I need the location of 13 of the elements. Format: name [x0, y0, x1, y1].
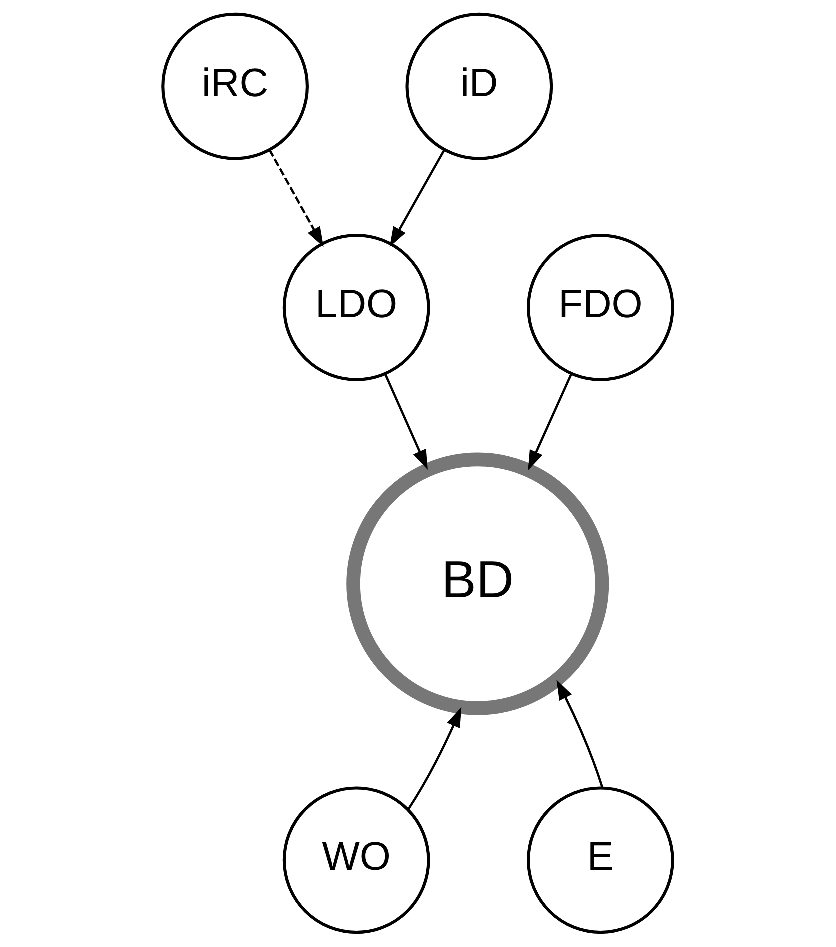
arrow — [556, 680, 604, 788]
arrow — [268, 149, 324, 248]
node-circle: E — [527, 786, 674, 934]
node-circle: iRC — [162, 12, 309, 160]
node-circle: LDO — [282, 234, 430, 382]
arrow — [390, 149, 446, 248]
node-circle: WO — [282, 786, 430, 934]
node-circle: iD — [406, 12, 554, 160]
node-circle: FDO — [527, 234, 674, 382]
arrow — [384, 374, 428, 470]
arrow — [528, 374, 573, 471]
arrow — [407, 707, 462, 810]
node-circle: BD — [346, 452, 610, 716]
